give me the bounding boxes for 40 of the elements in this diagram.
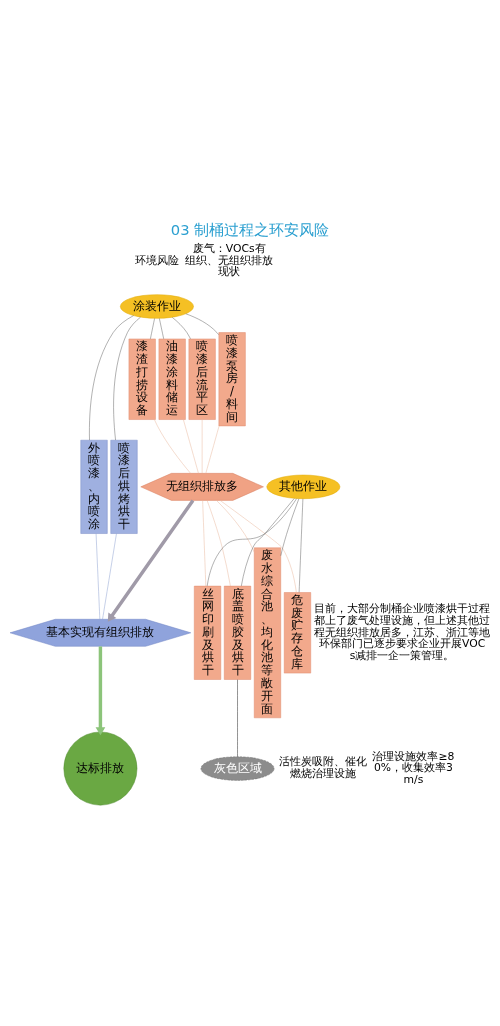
connector bbox=[241, 498, 295, 587]
connector bbox=[202, 500, 207, 587]
connector bbox=[280, 498, 300, 556]
connector bbox=[154, 419, 191, 474]
node-box: 喷漆后烘烤烘干 bbox=[110, 439, 138, 534]
label: 目前，大部分制桶企业喷漆烘干过程都上了废气处理设施，但上述其他过程无组织排放居多，江苏、浙江等地环保部门已逐步要求企业开展VOCs减排一企一策管理。 bbox=[314, 601, 491, 663]
node-box: 喷漆泵房/料间 bbox=[218, 332, 246, 427]
node-box: 丝网印刷及烘干 bbox=[194, 585, 222, 680]
connector bbox=[216, 500, 255, 553]
connector bbox=[159, 318, 164, 340]
node-box: 漆渣打捞设备 bbox=[128, 338, 156, 420]
node-ellipse: 其他作业 bbox=[266, 474, 341, 499]
node-box: 喷漆后流平区 bbox=[188, 338, 216, 420]
connector bbox=[95, 533, 101, 620]
node-box: 废水综合池、均化池等敞开面 bbox=[254, 547, 281, 719]
connector bbox=[219, 500, 297, 593]
arrow bbox=[107, 499, 195, 622]
connector bbox=[183, 419, 199, 474]
node-box: 油漆涂料储运 bbox=[158, 338, 186, 420]
node-circle: 达标排放 bbox=[63, 731, 138, 806]
connector bbox=[205, 425, 220, 474]
connector bbox=[171, 317, 191, 339]
node-box: 外喷漆、内喷涂 bbox=[80, 439, 108, 534]
diagram-title: 03 制桶过程之环安风险 bbox=[170, 220, 330, 238]
connector bbox=[113, 316, 141, 441]
label: 环境风险 bbox=[134, 253, 179, 267]
label: 治理设施效率≥80%，收集效率3m/s bbox=[372, 749, 455, 787]
node-ellipse: 涂装作业 bbox=[120, 294, 194, 319]
node-box: 危废贮存仓库 bbox=[283, 592, 311, 674]
connector bbox=[150, 318, 155, 340]
connector bbox=[298, 498, 304, 593]
node-ellipse: 灰色区域 bbox=[200, 756, 275, 781]
connector bbox=[206, 498, 297, 587]
connector bbox=[206, 500, 231, 587]
label: 废气：VOCs有组织、无组织排放现状 bbox=[185, 241, 274, 279]
node-box: 底盖喷胶及烘干 bbox=[224, 585, 252, 680]
connector bbox=[102, 533, 117, 620]
arrow bbox=[95, 646, 106, 736]
connector bbox=[185, 313, 219, 335]
connector bbox=[89, 315, 134, 441]
